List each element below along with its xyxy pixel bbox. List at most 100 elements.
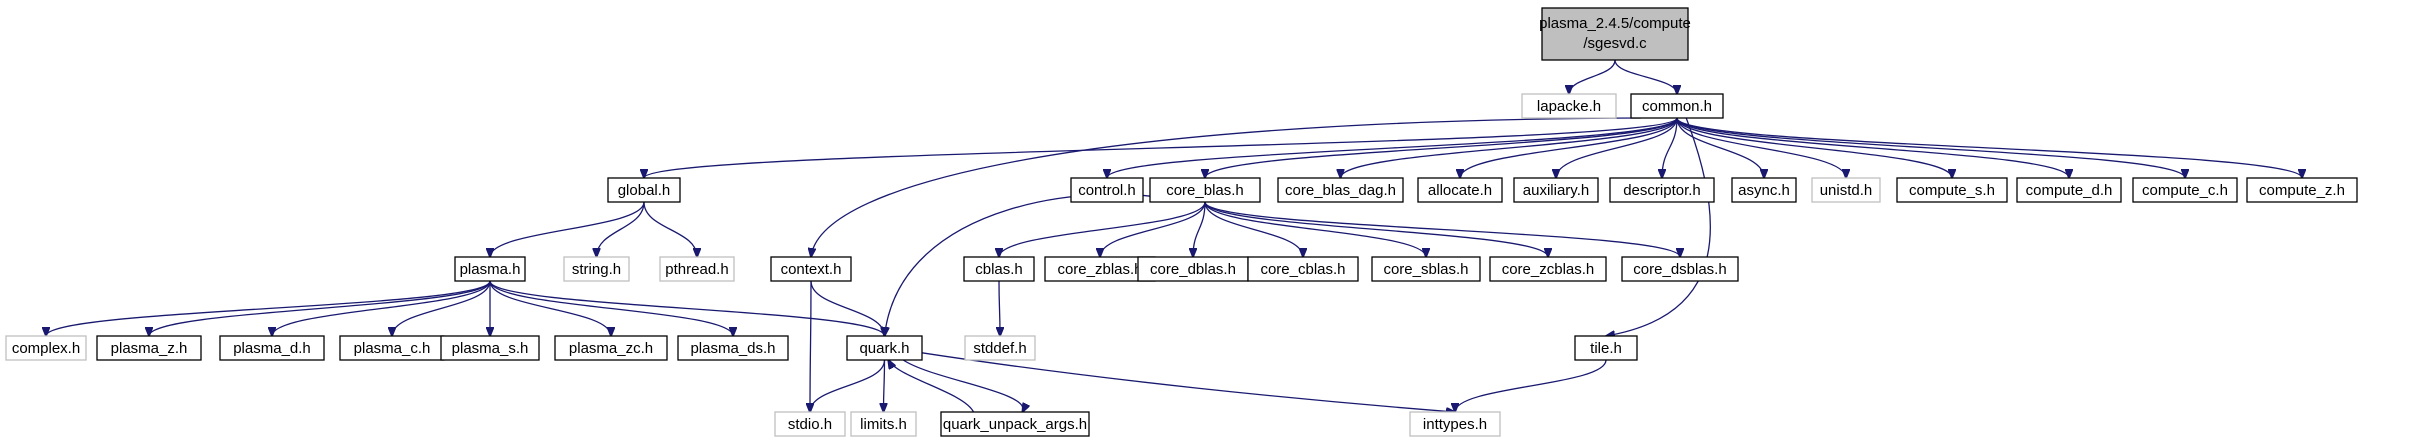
node-stdio-box	[774, 411, 846, 437]
node-plasma[interactable]: plasma.h	[454, 256, 526, 282]
edge-root-to-common	[1614, 59, 1677, 94]
node-async[interactable]: async.h	[1731, 177, 1797, 203]
node-core_dsblas-label: core_dsblas.h	[1633, 261, 1726, 278]
node-lapacke: lapacke.h	[1521, 93, 1617, 119]
edge-core_blas-to-core_sblas	[1204, 201, 1426, 257]
edge-common-to-compute_z	[1676, 117, 2302, 178]
node-compute_c[interactable]: compute_c.h	[2132, 177, 2238, 203]
node-plasma_ds[interactable]: plasma_ds.h	[677, 335, 789, 361]
edge-root-to-lapacke	[1569, 59, 1616, 94]
node-core_blas[interactable]: core_blas.h	[1149, 177, 1261, 203]
edge-quark-to-stdio	[810, 359, 886, 412]
node-stddef: stddef.h	[964, 335, 1036, 361]
node-plasma_zc[interactable]: plasma_zc.h	[554, 335, 668, 361]
node-control-label: control.h	[1078, 182, 1136, 199]
node-control[interactable]: control.h	[1070, 177, 1144, 203]
edge-global-to-plasma	[490, 201, 645, 257]
node-root[interactable]: plasma_2.4.5/compute/sgesvd.c	[1539, 7, 1691, 61]
node-compute_c-label: compute_c.h	[2142, 182, 2228, 199]
edge-context-to-stdio	[810, 280, 811, 412]
node-string: string.h	[563, 256, 630, 282]
node-core_zcblas[interactable]: core_zcblas.h	[1489, 256, 1607, 282]
node-global-box	[607, 177, 681, 203]
edge-global-to-string	[597, 201, 645, 257]
node-core_zblas-box	[1044, 256, 1156, 282]
node-plasma_c[interactable]: plasma_c.h	[339, 335, 445, 361]
node-common-label: common.h	[1642, 98, 1712, 115]
node-core_zblas[interactable]: core_zblas.h	[1044, 256, 1156, 282]
node-context[interactable]: context.h	[770, 256, 852, 282]
node-descriptor[interactable]: descriptor.h	[1609, 177, 1715, 203]
node-core_zcblas-box	[1489, 256, 1607, 282]
node-core_dblas[interactable]: core_dblas.h	[1137, 256, 1249, 282]
node-unistd-box	[1811, 177, 1881, 203]
node-limits: limits.h	[850, 411, 917, 437]
node-plasma_s[interactable]: plasma_s.h	[440, 335, 540, 361]
node-core_blas-box	[1149, 177, 1261, 203]
node-quark_unpack_args[interactable]: quark_unpack_args.h	[940, 411, 1090, 437]
node-tile[interactable]: tile.h	[1574, 335, 1638, 361]
node-core_sblas[interactable]: core_sblas.h	[1371, 256, 1481, 282]
node-cblas[interactable]: cblas.h	[963, 256, 1035, 282]
node-core_dblas-box	[1137, 256, 1249, 282]
node-plasma_d-box	[219, 335, 325, 361]
node-compute_z-box	[2246, 177, 2358, 203]
edge-common-to-auxiliary	[1556, 117, 1678, 178]
node-plasma_ds-box	[677, 335, 789, 361]
node-compute_d-label: compute_d.h	[2026, 182, 2113, 199]
node-auxiliary-box	[1513, 177, 1599, 203]
node-plasma_z-label: plasma_z.h	[111, 340, 188, 357]
node-tile-box	[1574, 335, 1638, 361]
edge-common-to-unistd	[1676, 117, 1846, 178]
node-quark-label: quark.h	[859, 340, 909, 357]
node-allocate-box	[1417, 177, 1503, 203]
node-unistd: unistd.h	[1811, 177, 1881, 203]
edge-core_blas-to-core_zcblas	[1204, 201, 1548, 257]
node-descriptor-label: descriptor.h	[1623, 182, 1701, 199]
node-core_dsblas[interactable]: core_dsblas.h	[1621, 256, 1739, 282]
node-limits-box	[850, 411, 917, 437]
edge-common-to-tile	[1606, 117, 1711, 336]
node-plasma_d[interactable]: plasma_d.h	[219, 335, 325, 361]
node-auxiliary[interactable]: auxiliary.h	[1513, 177, 1599, 203]
node-compute_z[interactable]: compute_z.h	[2246, 177, 2358, 203]
node-control-box	[1070, 177, 1144, 203]
node-core_dblas-label: core_dblas.h	[1150, 261, 1236, 278]
node-compute_s[interactable]: compute_s.h	[1896, 177, 2008, 203]
edge-common-to-async	[1676, 117, 1764, 178]
node-compute_d[interactable]: compute_d.h	[2016, 177, 2122, 203]
node-core_zblas-label: core_zblas.h	[1057, 261, 1142, 278]
node-compute_c-box	[2132, 177, 2238, 203]
node-complex-label: complex.h	[12, 340, 80, 357]
edge-common-to-core_blas	[1205, 117, 1678, 178]
node-allocate-label: allocate.h	[1428, 182, 1492, 199]
edge-core_blas-to-core_dblas	[1193, 201, 1206, 257]
node-common[interactable]: common.h	[1630, 93, 1724, 119]
node-quark[interactable]: quark.h	[846, 335, 923, 361]
edge-common-to-descriptor	[1662, 117, 1678, 178]
edge-quark-to-quark_unpack_args	[902, 359, 1023, 412]
node-plasma-label: plasma.h	[460, 261, 521, 278]
node-allocate[interactable]: allocate.h	[1417, 177, 1503, 203]
node-lapacke-label: lapacke.h	[1537, 98, 1601, 115]
edge-common-to-control	[1107, 117, 1678, 178]
node-global[interactable]: global.h	[607, 177, 681, 203]
node-stddef-box	[964, 335, 1036, 361]
node-quark-box	[846, 335, 923, 361]
node-plasma_ds-label: plasma_ds.h	[690, 340, 775, 357]
node-pthread-box	[659, 256, 735, 282]
edge-common-to-core_blas_dag	[1341, 117, 1678, 178]
node-string-label: string.h	[572, 261, 621, 278]
node-core_blas_dag[interactable]: core_blas_dag.h	[1277, 177, 1404, 203]
node-plasma_z[interactable]: plasma_z.h	[96, 335, 202, 361]
node-core_cblas[interactable]: core_cblas.h	[1247, 256, 1359, 282]
node-context-label: context.h	[781, 261, 842, 278]
edge-plasma-to-plasma_ds	[489, 280, 733, 336]
node-core_blas_dag-box	[1277, 177, 1404, 203]
node-compute_z-label: compute_z.h	[2259, 182, 2345, 199]
node-descriptor-box	[1609, 177, 1715, 203]
edge-common-to-compute_d	[1676, 117, 2069, 178]
edge-quark-to-limits	[884, 359, 885, 412]
node-root-label: plasma_2.4.5/compute	[1539, 15, 1691, 32]
edge-core_blas-to-core_cblas	[1204, 201, 1303, 257]
